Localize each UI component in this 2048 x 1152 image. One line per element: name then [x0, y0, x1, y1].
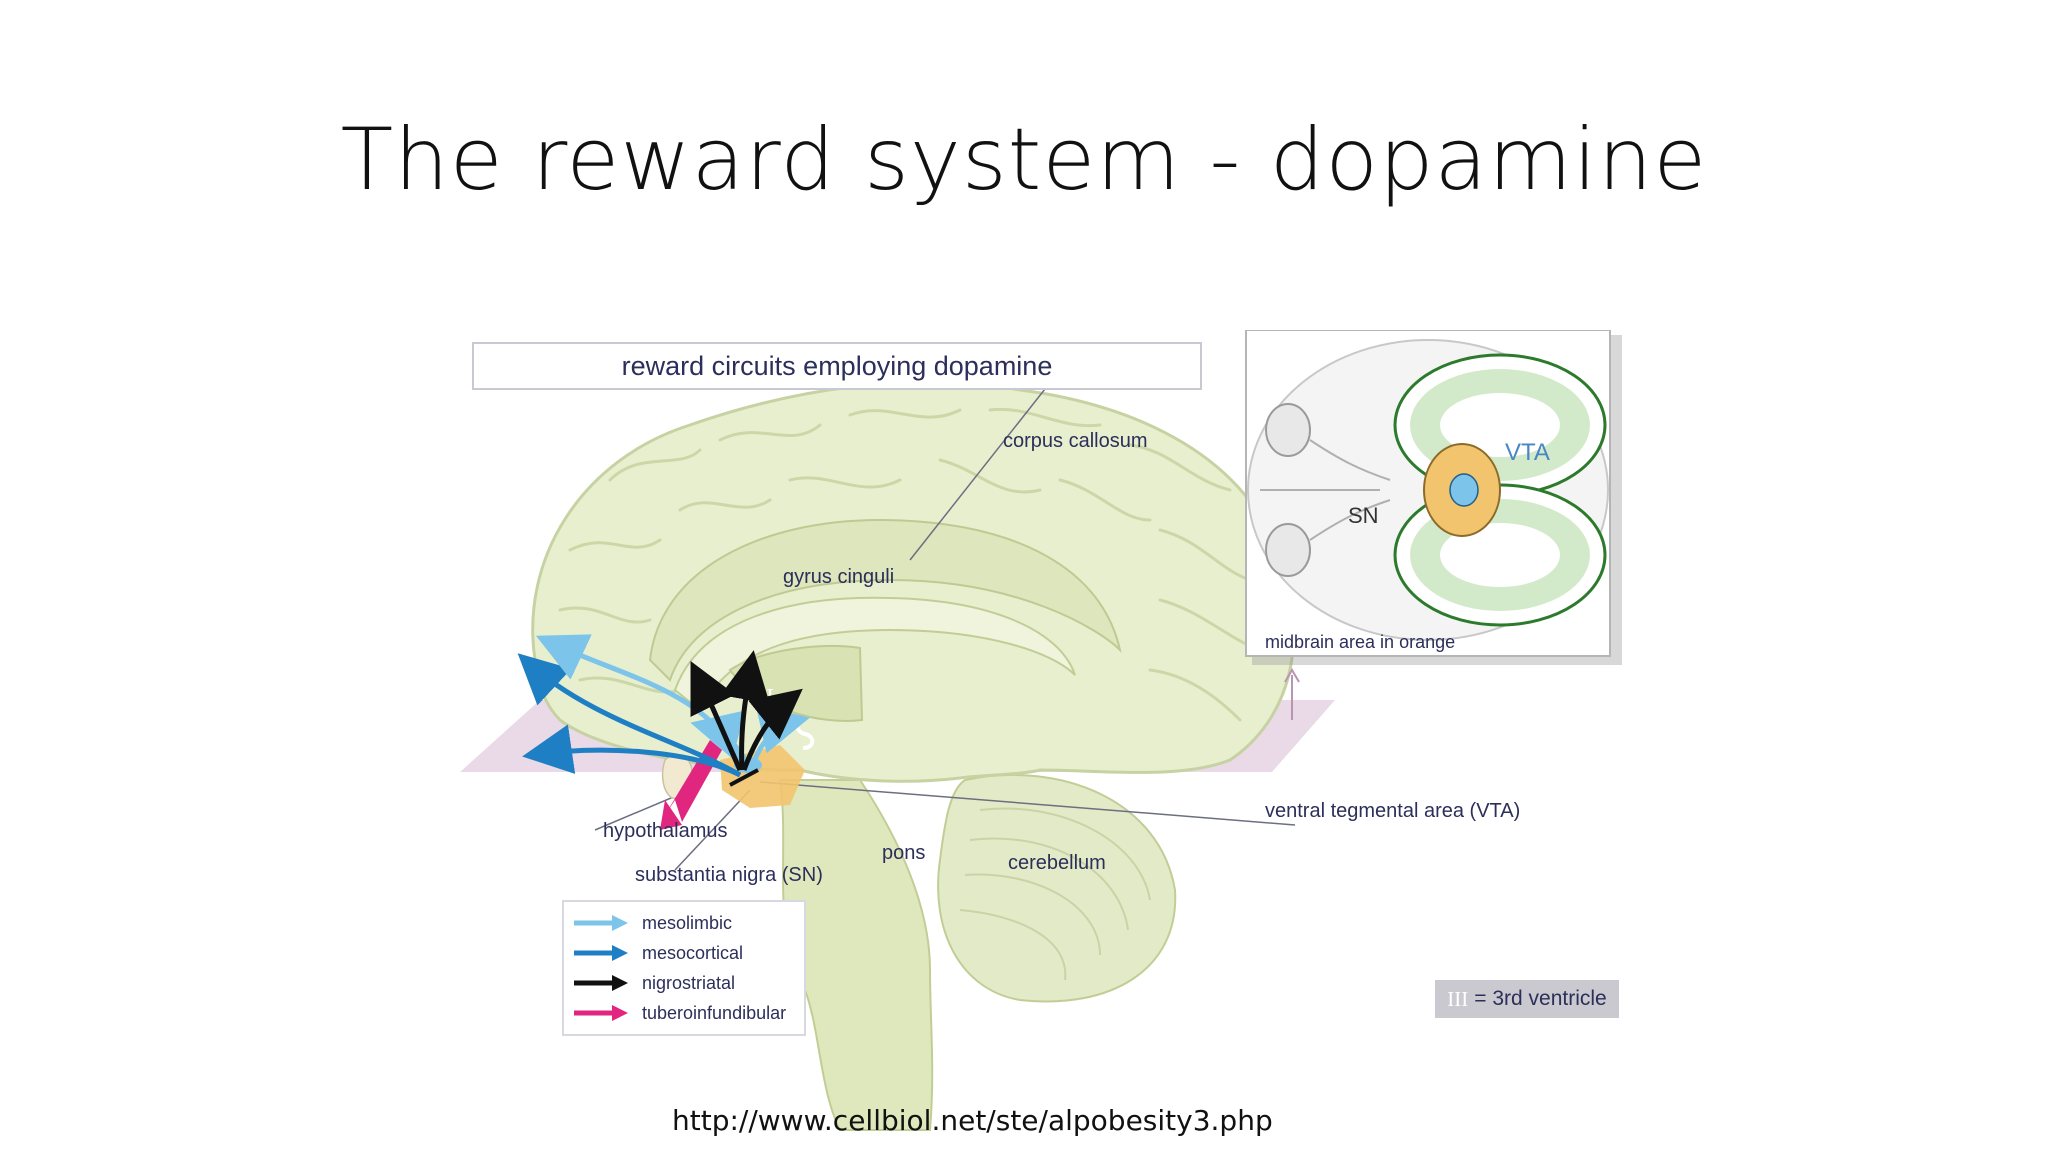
nigrostriatal-arrow-2: [720, 650, 770, 771]
legend-label: mesolimbic: [642, 912, 733, 933]
label-vta: ventral tegmental area (VTA): [1265, 800, 1521, 822]
legend-label: tuberoinfundibular: [642, 1002, 787, 1023]
third-ventricle-key: III = 3rd ventricle: [1435, 980, 1619, 1018]
legend-label: nigrostriatal: [642, 972, 736, 993]
legend-item-nigrostriatal: nigrostriatal: [572, 968, 796, 998]
label-substantia-nigra: substantia nigra (SN): [635, 864, 823, 886]
nigrostriatal-arrow-icon: [574, 975, 628, 991]
cerebellum-shape: [937, 773, 1177, 1003]
label-pons: pons: [882, 842, 926, 864]
nigrostriatal-arrow-1: [690, 661, 743, 772]
slide-title: The reward system - dopamine: [340, 110, 1708, 210]
label-gyrus-cinguli: gyrus cinguli: [783, 566, 895, 588]
leader-vta: [759, 781, 1296, 826]
midbrain-inset: VTA SN midbrain area in orange: [1245, 330, 1622, 665]
inset-caption: midbrain area in orange: [1265, 632, 1455, 652]
leader-substantia-nigra: [674, 789, 751, 871]
legend-label: mesocortical: [642, 942, 744, 963]
gyrus-cinguli-shape: [648, 518, 1122, 682]
ventricle-key-symbol: III: [1447, 986, 1469, 1011]
mesocortical-arrow-2: [522, 724, 742, 778]
dopamine-figure: III: [460, 330, 1640, 1150]
nigrostriatal-arrow-3: [741, 688, 803, 771]
pathway-legend: mesolimbic mesocortical nigrostriatal tu…: [562, 900, 806, 1036]
corpus-callosum-shape: [673, 596, 1076, 712]
label-corpus-callosum: corpus callosum: [1003, 430, 1148, 452]
figure-header: reward circuits employing dopamine: [472, 342, 1202, 390]
legend-item-mesocortical: mesocortical: [572, 938, 796, 968]
mesocortical-arrow-icon: [574, 945, 628, 961]
mesocortical-arrow-1: [517, 653, 742, 778]
label-cerebellum: cerebellum: [1008, 852, 1106, 874]
legend-item-mesolimbic: mesolimbic: [572, 908, 796, 938]
leader-corpus-callosum: [909, 369, 1061, 561]
cerebrum: [531, 380, 1296, 783]
mesolimbic-arrow-icon: [574, 915, 628, 931]
ventricle-mark: III: [750, 685, 774, 711]
inset-vta-label: VTA: [1505, 439, 1550, 466]
label-hypothalamus: hypothalamus: [603, 820, 728, 842]
inset-sn-label: SN: [1348, 503, 1379, 528]
ventricle-key-text: = 3rd ventricle: [1474, 987, 1607, 1010]
legend-item-tuberoinfundibular: tuberoinfundibular: [572, 998, 796, 1028]
tuberoinfundibular-arrow-icon: [574, 1005, 628, 1021]
brain-illustration: III: [460, 330, 1622, 1131]
source-url[interactable]: http://www.cellbiol.net/ste/alpobesity3.…: [672, 1104, 1273, 1137]
